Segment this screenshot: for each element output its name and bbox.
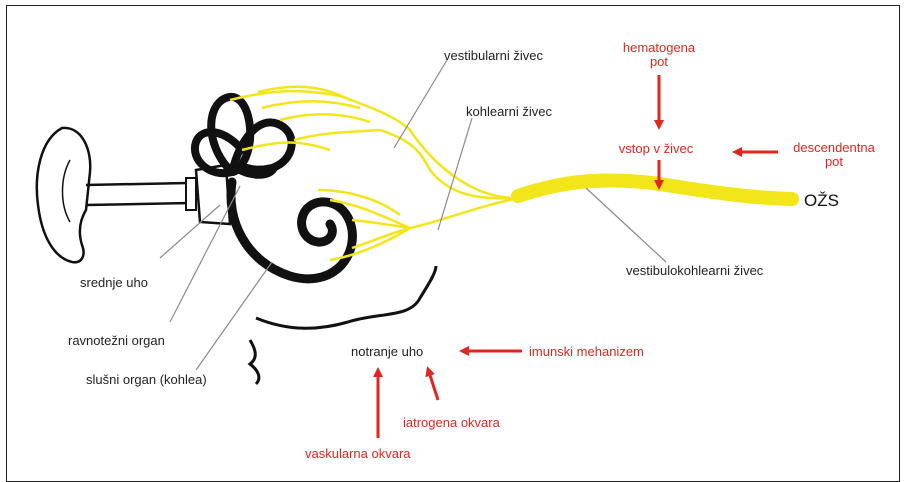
label-cochlear-nerve: kohlearni živec — [466, 104, 552, 119]
vestibulocochlear-nerve-trunk — [518, 180, 792, 199]
label-descending-1: descendentna — [793, 140, 875, 155]
iatrogenic-arrow — [428, 369, 438, 400]
diagram-border — [7, 6, 900, 482]
label-immune: imunski mehanizem — [529, 344, 644, 359]
mechanism-arrows — [378, 75, 778, 438]
label-descending-2: pot — [825, 154, 843, 169]
label-vestibular-nerve: vestibularni živec — [444, 48, 543, 63]
ear-canal — [86, 183, 190, 205]
label-middle-ear: srednje uho — [80, 275, 148, 290]
outer-ear-outline — [37, 128, 90, 262]
label-balance-organ: ravnotežni organ — [68, 333, 165, 348]
balance-organ-shape — [195, 97, 292, 175]
label-iatrogenic: iatrogena okvara — [403, 415, 501, 430]
label-vascular: vaskularna okvara — [305, 446, 411, 461]
ear-inner-fold — [63, 160, 71, 222]
inner-ear-brace-left — [250, 340, 259, 384]
label-cns: OŽS — [804, 191, 839, 210]
label-nerve-entry: vstop v živec — [619, 141, 694, 156]
label-hearing-organ: slušni organ (kohlea) — [86, 372, 207, 387]
cochlea-shape — [231, 182, 352, 279]
label-vestibulocochlear-nerve: vestibulokohlearni živec — [626, 263, 764, 278]
label-hematogenous-2: pot — [650, 54, 668, 69]
label-inner-ear: notranje uho — [351, 344, 423, 359]
ear-canal-end — [186, 178, 196, 210]
label-hematogenous-1: hematogena — [623, 40, 696, 55]
